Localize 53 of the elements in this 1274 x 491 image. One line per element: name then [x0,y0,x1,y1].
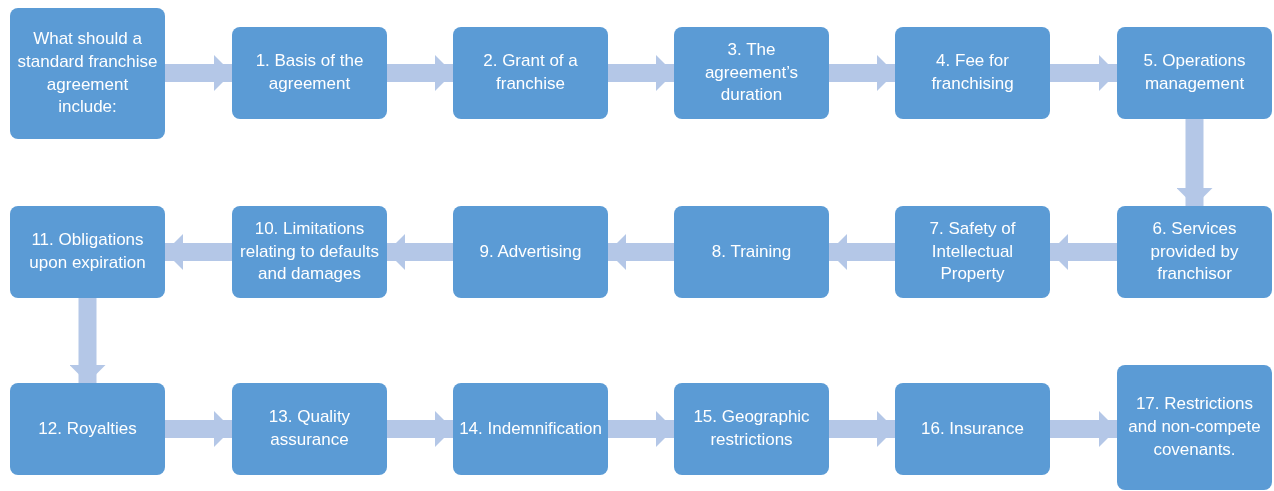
box-text: 9. Advertising [479,240,582,263]
process-box [1117,27,1272,119]
process-box [453,383,608,475]
process-box [10,383,165,475]
process-box [895,206,1050,298]
box-text: 14. Indemnification [459,417,602,440]
box-text: 17. Restrictions and non-compete covenants. [1127,393,1262,461]
process-box [232,27,387,119]
process-box [10,206,165,298]
process-box [674,206,829,298]
box-text: 15. Geographic restrictions [692,406,811,451]
arrow [387,55,453,91]
process-box [232,206,387,298]
arrow [387,234,453,270]
box-text: 1. Basis of the agreement [254,50,365,95]
arrow [829,411,895,447]
box-text: 2. Grant of a franchise [482,50,579,95]
box-text: 5. Operations management [1142,50,1247,95]
arrow [608,234,674,270]
process-box [1117,365,1272,490]
arrow [1050,55,1117,91]
arrow [165,234,232,270]
box-text: 13. Quality assurance [267,406,352,451]
arrow [165,411,232,447]
arrow [387,411,453,447]
box-text: 10. Limitations relating to defaults and damages [239,217,380,286]
box-text: 7. Safety of Intellectual Property [928,217,1017,286]
box-text: 16. Insurance [921,417,1024,440]
process-box [10,8,165,139]
box-text: 6. Services provided by franchisor [1149,217,1240,286]
arrow [1176,119,1213,206]
box-text: 3. The agreement’s duration [703,38,800,107]
process-box [895,383,1050,475]
process-box [1117,206,1272,298]
arrow [829,55,895,91]
arrow [1050,234,1117,270]
box-text: 4. Fee for franchising [930,50,1015,95]
box-text: 8. Training [711,240,792,263]
arrow [165,55,232,91]
box-text: 11. Obligations upon expiration [28,229,147,274]
arrow [608,55,674,91]
box-text: What should a standard franchise agreement include: [16,27,159,119]
process-box [674,383,829,475]
arrow [608,411,674,447]
arrow [69,298,106,383]
process-box [674,27,829,119]
process-box [453,27,608,119]
box-text: 12. Royalties [38,417,137,440]
arrow [829,234,895,270]
arrow [1050,411,1117,447]
process-box [232,383,387,475]
process-box [895,27,1050,119]
process-box [453,206,608,298]
